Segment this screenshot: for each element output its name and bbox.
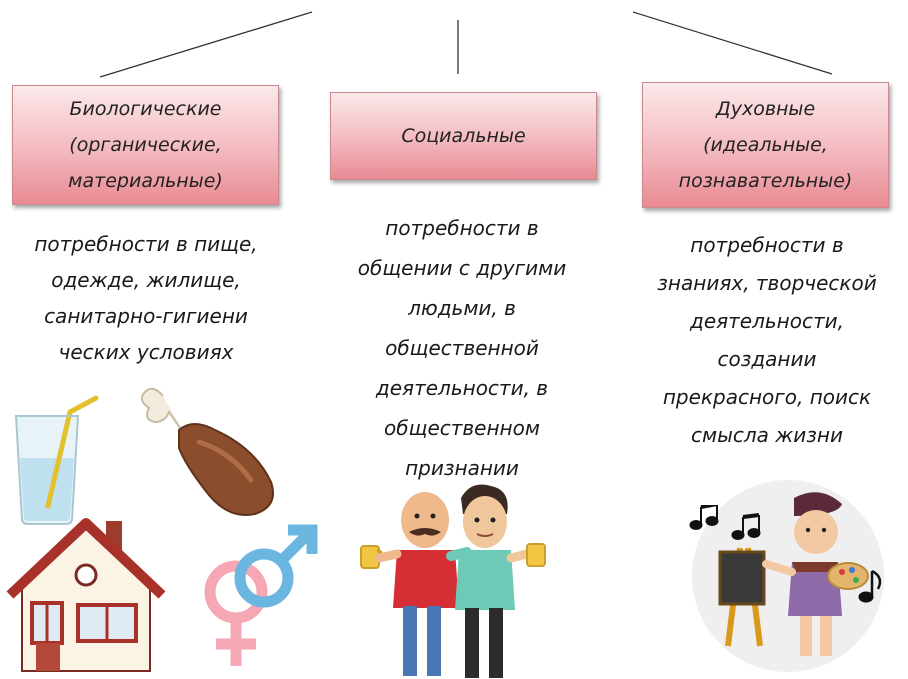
category-description-biological: потребности в пище, одежде, жилище, сани…	[34, 232, 258, 364]
category-title-biological: Биологические (органические, материальны…	[68, 98, 223, 192]
gender-symbols-icon	[204, 524, 318, 666]
connector-line-left	[99, 11, 313, 78]
category-box-biological: Биологические (органические, материальны…	[12, 85, 279, 205]
house-icon	[6, 518, 166, 672]
two-friends-with-mugs-icon	[360, 484, 546, 678]
chicken-leg-icon	[140, 387, 274, 516]
category-description-spiritual: потребности в знаниях, творческой деятел…	[657, 233, 877, 447]
category-description-social: потребности в общении с другими людьми, …	[357, 216, 567, 480]
category-title-social: Социальные	[401, 125, 526, 147]
connector-line-right	[632, 11, 833, 75]
painter-at-easel-icon	[692, 480, 884, 672]
glass-with-straw-icon	[14, 395, 99, 525]
category-title-spiritual: Духовные (идеальные, познавательные)	[678, 98, 853, 192]
category-box-social: Социальные	[330, 92, 597, 180]
music-notes-icon	[689, 505, 882, 603]
category-box-spiritual: Духовные (идеальные, познавательные)	[642, 82, 889, 208]
